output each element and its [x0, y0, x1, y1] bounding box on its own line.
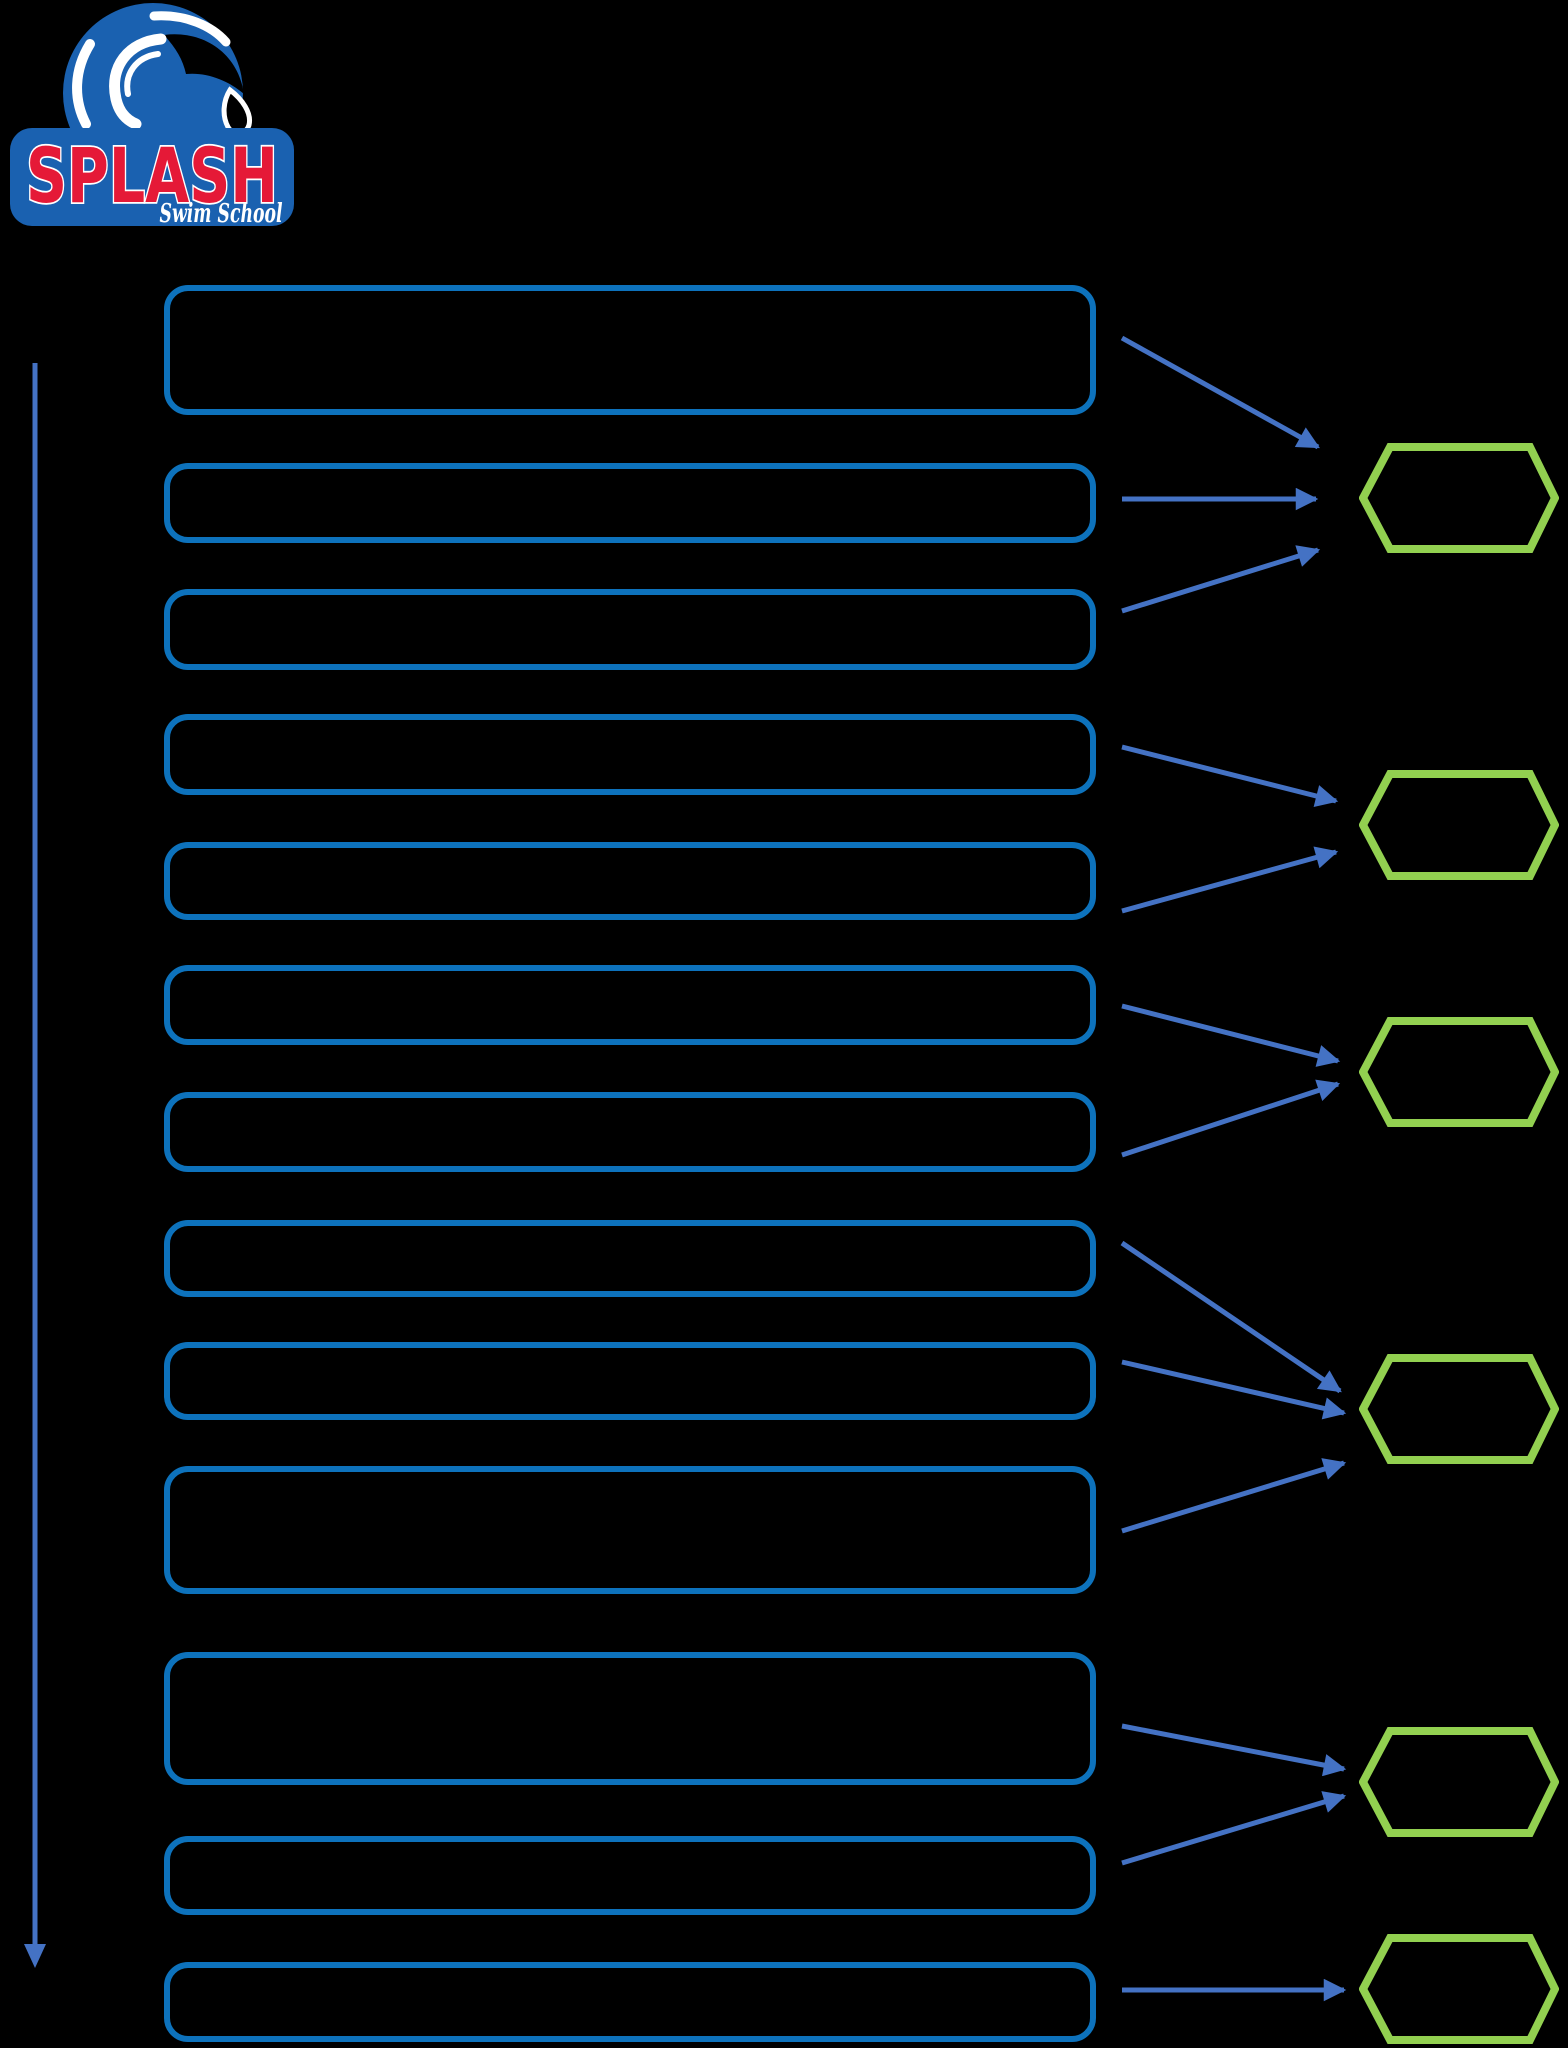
- process-box-7: [164, 1092, 1096, 1172]
- splash-logo: SPLASH Swim School: [10, 3, 294, 229]
- process-box-6: [164, 965, 1096, 1045]
- process-box-1: [164, 285, 1096, 415]
- process-box-11: [164, 1652, 1096, 1785]
- process-box-4: [164, 714, 1096, 795]
- process-box-9: [164, 1342, 1096, 1420]
- connector-arrow-9: [1121, 1359, 1347, 1420]
- connector-arrow-8: [1120, 1240, 1342, 1394]
- connector-arrow-4: [1121, 744, 1339, 807]
- logo-wave-highlight-left: [72, 39, 95, 129]
- logo-wave-highlight-inner2: [124, 51, 161, 97]
- outcome-hexagon-5: [1359, 1727, 1559, 1837]
- connector-arrow-5: [1121, 846, 1339, 914]
- logo-banner: [10, 128, 294, 226]
- connector-arrow-1: [1120, 335, 1320, 450]
- connector-arrow-11: [1121, 1723, 1347, 1777]
- outcome-hexagon-2: [1359, 770, 1559, 880]
- logo-wave-highlight-top: [149, 11, 231, 47]
- process-box-13: [164, 1962, 1096, 2042]
- outcome-hexagon-4: [1359, 1354, 1559, 1464]
- logo-title: SPLASH: [26, 131, 278, 220]
- logo-wave-highlight-inner: [109, 33, 167, 130]
- process-box-2: [164, 463, 1096, 543]
- process-box-3: [164, 589, 1096, 670]
- logo-subtitle: Swim School: [160, 199, 283, 229]
- logo-wave-curl-gap: [164, 34, 244, 94]
- process-box-8: [164, 1220, 1096, 1297]
- timeline-arrow: [24, 363, 46, 1968]
- connector-arrow-12: [1121, 1791, 1347, 1866]
- outcome-hexagon-3: [1359, 1017, 1559, 1127]
- connector-arrow-7: [1121, 1079, 1341, 1158]
- connector-arrow-6: [1121, 1003, 1341, 1067]
- connector-arrow-3: [1121, 545, 1321, 614]
- process-box-10: [164, 1466, 1096, 1594]
- outcome-hexagon-6: [1359, 1934, 1559, 2044]
- outcome-hexagon-1: [1359, 443, 1559, 553]
- process-box-12: [164, 1836, 1096, 1915]
- connector-arrow-10: [1121, 1458, 1347, 1534]
- process-box-5: [164, 842, 1096, 920]
- logo-droplet-icon: [221, 86, 253, 136]
